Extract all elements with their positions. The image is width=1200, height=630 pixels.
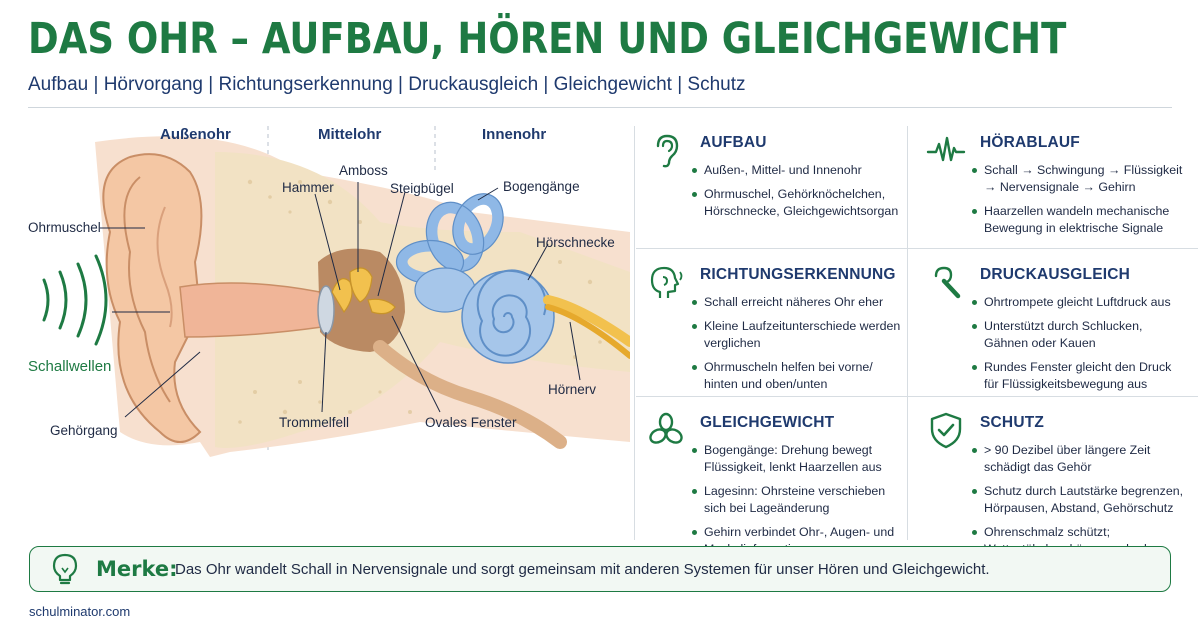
anvil-bone — [349, 267, 373, 303]
shield-check-icon — [930, 412, 962, 449]
card-title-gleichgewicht: GLEICHGEWICHT — [700, 414, 835, 431]
title-divider — [28, 107, 1172, 108]
card-list-druckausgleich: Ohrtrompete gleicht Luftdruck aus Unters… — [970, 294, 1184, 400]
list-item: Ohrtrompete gleicht Luftdruck aus — [970, 294, 1184, 311]
card-title-schutz: SCHUTZ — [980, 414, 1045, 431]
label-pinna: Ohrmuschel — [28, 220, 101, 235]
label-auditory-nerve: Hörnerv — [548, 382, 597, 397]
merke-box: Merke: Das Ohr wandelt Schall in Nervens… — [29, 546, 1171, 592]
ear-icon — [656, 134, 679, 168]
ear-diagram: Außenohr Mittelohr Innenohr Ohrmuschel S… — [0, 112, 630, 542]
card-list-aufbau: Außen-, Mittel- und Innenohr Ohrmuschel,… — [690, 162, 904, 227]
list-item: Außen-, Mittel- und Innenohr — [690, 162, 904, 179]
grid-row-divider-1 — [636, 248, 1198, 249]
ear-canal — [179, 282, 323, 338]
eustachian-tube — [373, 340, 567, 449]
antihelix — [156, 206, 173, 328]
label-ear-canal: Gehörgang — [50, 423, 118, 438]
grid-row-divider-2 — [636, 396, 1198, 397]
waveform-icon — [926, 136, 966, 162]
list-item: Lagesinn: Ohrsteine verschieben sich bei… — [690, 483, 904, 517]
section-label-inner-ear: Innenohr — [482, 126, 547, 143]
list-item: Schall erreicht näheres Ohr eher — [690, 294, 904, 311]
list-item: Haarzellen wandeln mechanische Bewegung … — [970, 203, 1184, 237]
card-title-hoerablauf: HÖRABLAUF — [980, 134, 1080, 151]
section-label-outer-ear: Außenohr — [160, 126, 231, 143]
section-label-middle-ear: Mittelohr — [318, 126, 382, 143]
list-item: Ohrmuscheln helfen bei vorne/ hinten und… — [690, 359, 904, 393]
page-subtitle: Aufbau | Hörvorgang | Richtungserkennung… — [28, 74, 746, 95]
eardrum — [317, 285, 335, 335]
ear-illustration — [42, 126, 630, 457]
footer-source[interactable]: schulminator.com — [29, 604, 131, 619]
card-aufbau: AUFBAU Außen-, Mittel- und Innenohr Ohrm… — [636, 126, 906, 246]
card-title-aufbau: AUFBAU — [700, 134, 767, 151]
hammer-bone — [331, 278, 353, 314]
list-item: Ohrmuschel, Gehörknöchelchen, Hörschneck… — [690, 186, 904, 220]
card-list-gleichgewicht: Bogengänge: Drehung bewegt Flüssigkeit, … — [690, 442, 904, 565]
stirrup-bone — [367, 298, 396, 315]
label-sound-waves: Schallwellen — [28, 358, 112, 375]
label-cochlea: Hörschnecke — [536, 235, 615, 250]
merke-label: Merke: — [96, 557, 178, 581]
card-schutz: SCHUTZ > 90 Dezibel über längere Zeit sc… — [916, 406, 1186, 556]
list-item: > 90 Dezibel über längere Zeit schädigt … — [970, 442, 1184, 476]
card-druckausgleich: DRUCKAUSGLEICH Ohrtrompete gleicht Luftd… — [916, 258, 1186, 394]
list-item: Schutz durch Lautstärke begrenzen, Hörpa… — [970, 483, 1184, 517]
card-title-druckausgleich: DRUCKAUSGLEICH — [980, 266, 1131, 283]
cochlea-spiral — [476, 269, 547, 357]
card-hoerablauf: HÖRABLAUF Schall → Schwingung → Flüssigk… — [916, 126, 1186, 246]
pinna — [102, 153, 203, 443]
grid-left-divider — [634, 126, 635, 540]
leader-lines — [100, 182, 581, 418]
list-item: Rundes Fenster gleicht den Druck für Flü… — [970, 359, 1184, 393]
card-list-hoerablauf: Schall → Schwingung → Flüssigkeit → Nerv… — [970, 162, 1184, 244]
label-hammer: Hammer — [282, 180, 334, 195]
page-title: Das Ohr – Aufbau, Hören und Gleichgewich… — [28, 14, 1067, 64]
info-grid: AUFBAU Außen-, Mittel- und Innenohr Ohrm… — [634, 126, 1198, 556]
list-item: Schall → Schwingung → Flüssigkeit → Nerv… — [970, 162, 1184, 196]
card-list-richtungserkennung: Schall erreicht näheres Ohr eher Kleine … — [690, 294, 904, 400]
list-item: Kleine Laufzeitunterschiede werden vergl… — [690, 318, 904, 352]
list-item: Unterstützt durch Schlucken, Gähnen oder… — [970, 318, 1184, 352]
auditory-nerve-branch — [545, 304, 630, 359]
card-title-richtungserkennung: RICHTUNGSERKENNUNG — [700, 266, 896, 283]
grid-column-divider — [907, 126, 908, 540]
lightbulb-icon — [52, 553, 78, 585]
helix-fold — [123, 176, 171, 403]
label-semicircular-canals: Bogengänge — [503, 179, 580, 194]
auditory-nerve — [543, 295, 630, 347]
label-anvil: Amboss — [339, 163, 388, 178]
merke-text: Das Ohr wandelt Schall in Nervensignale … — [175, 561, 990, 578]
list-item: Bogengänge: Drehung bewegt Flüssigkeit, … — [690, 442, 904, 476]
eustachian-tube-icon — [934, 266, 961, 299]
label-eardrum: Trommelfell — [279, 415, 350, 430]
card-gleichgewicht: GLEICHGEWICHT Bogengänge: Drehung bewegt… — [636, 406, 906, 556]
head-sound-icon — [650, 266, 683, 298]
label-oval-window: Ovales Fenster — [425, 415, 517, 430]
sound-waves-icon — [42, 254, 108, 346]
card-richtungserkennung: RICHTUNGSERKENNUNG Schall erreicht näher… — [636, 258, 906, 394]
label-stirrup: Steigbügel — [390, 181, 454, 196]
balance-loops-icon — [649, 412, 683, 444]
